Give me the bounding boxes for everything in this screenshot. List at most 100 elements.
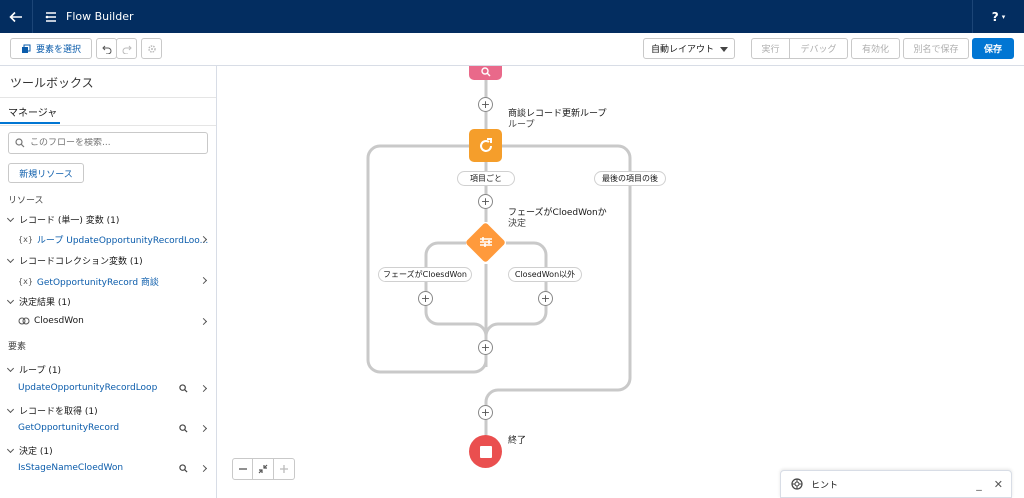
variable-icon: {x} bbox=[18, 277, 33, 286]
element-group-get-records[interactable]: レコードを取得 (1) bbox=[6, 404, 98, 417]
resource-item-outcome[interactable]: CloesdWon bbox=[18, 316, 84, 326]
element-item-decision[interactable]: IsStageNameCloedWon bbox=[18, 463, 124, 473]
search-icon[interactable] bbox=[179, 464, 188, 473]
group-label: レコードコレクション変数 (1) bbox=[19, 257, 143, 267]
loop-node[interactable] bbox=[469, 129, 502, 162]
debug-button[interactable]: デバッグ bbox=[790, 38, 848, 59]
end-node[interactable] bbox=[469, 435, 502, 468]
outcome-right-label: ClosedWon以外 bbox=[508, 267, 582, 282]
select-elements-button[interactable]: 要素を選択 bbox=[10, 38, 92, 59]
loop-type: ループ bbox=[508, 120, 535, 130]
zoom-controls bbox=[232, 458, 295, 480]
for-each-connector-label: 項目ごと bbox=[457, 171, 515, 186]
group-label: レコードを取得 (1) bbox=[19, 407, 98, 417]
close-icon[interactable]: ✕ bbox=[993, 478, 1003, 491]
resource-item-label: GetOpportunityRecord 商談 bbox=[36, 278, 159, 288]
group-label: 決定結果 (1) bbox=[19, 298, 71, 308]
layout-select-value: 自動レイアウト bbox=[651, 45, 715, 55]
help-icon: ? bbox=[991, 9, 999, 24]
resource-group-record-collection[interactable]: レコードコレクション変数 (1) bbox=[6, 254, 143, 267]
hint-icon bbox=[791, 478, 803, 490]
add-element-button[interactable]: + bbox=[538, 291, 553, 306]
new-resource-button[interactable]: 新規リソース bbox=[8, 163, 84, 183]
chevron-right-icon[interactable] bbox=[199, 424, 208, 433]
chevron-right-icon[interactable] bbox=[199, 464, 208, 473]
resources-header: リソース bbox=[8, 196, 44, 206]
redo-icon bbox=[122, 45, 132, 54]
app-title-area: Flow Builder bbox=[44, 0, 134, 33]
variable-icon: {x} bbox=[18, 235, 33, 244]
flow-icon bbox=[45, 11, 56, 22]
chevron-down-icon bbox=[6, 364, 15, 372]
zoom-in-button[interactable] bbox=[274, 458, 295, 480]
element-group-loop[interactable]: ループ (1) bbox=[6, 363, 62, 376]
settings-button[interactable] bbox=[141, 38, 162, 59]
undo-button[interactable] bbox=[96, 38, 117, 59]
outcome-left-label: フェーズがCloesdWon bbox=[378, 267, 472, 282]
search-icon[interactable] bbox=[179, 384, 188, 393]
help-menu-button[interactable]: ? ▾ bbox=[972, 0, 1024, 33]
chevron-down-icon bbox=[6, 296, 15, 304]
resource-group-record-variable[interactable]: レコード (単一) 変数 (1) bbox=[6, 213, 119, 226]
end-label: 終了 bbox=[508, 436, 527, 446]
chevron-right-icon[interactable] bbox=[199, 384, 208, 393]
add-element-button[interactable]: + bbox=[478, 97, 493, 112]
search-input[interactable] bbox=[30, 138, 200, 148]
flow-connectors bbox=[366, 70, 632, 436]
back-button[interactable] bbox=[0, 0, 33, 33]
undo-icon bbox=[101, 45, 111, 54]
minimize-icon[interactable]: _ bbox=[976, 478, 982, 491]
add-element-button[interactable]: + bbox=[478, 405, 493, 420]
toolbox-title: ツールボックス bbox=[10, 76, 94, 90]
chevron-down-icon bbox=[6, 445, 15, 453]
toolbar: 要素を選択 自動レイアウト 実行 デバッグ 有効化 別名で保存 保存 bbox=[0, 33, 1024, 66]
hint-controls: _ ✕ bbox=[976, 478, 1003, 491]
zoom-out-button[interactable] bbox=[232, 458, 253, 480]
resource-item-loop-record[interactable]: {x} ループ UpdateOpportunityRecordLoo... bbox=[18, 233, 208, 246]
app-title: Flow Builder bbox=[66, 10, 134, 23]
chevron-down-icon bbox=[6, 255, 15, 263]
plus-icon bbox=[280, 465, 288, 473]
add-element-button[interactable]: + bbox=[478, 340, 493, 355]
resource-item-label: ループ UpdateOpportunityRecordLoo... bbox=[36, 236, 209, 246]
after-last-connector-label: 最後の項目の後 bbox=[594, 171, 666, 186]
save-as-button[interactable]: 別名で保存 bbox=[903, 38, 969, 59]
run-button[interactable]: 実行 bbox=[751, 38, 790, 59]
fit-icon bbox=[258, 464, 268, 474]
chevron-down-icon bbox=[6, 214, 15, 222]
element-item-loop[interactable]: UpdateOpportunityRecordLoop bbox=[18, 383, 158, 393]
resource-item-get-record[interactable]: {x} GetOpportunityRecord 商談 bbox=[18, 275, 159, 288]
tab-manager[interactable]: マネージャ bbox=[0, 104, 60, 124]
add-element-button[interactable]: + bbox=[478, 194, 493, 209]
run-debug-group: 実行 デバッグ bbox=[751, 38, 848, 59]
elements-header: 要素 bbox=[8, 342, 27, 352]
app-header: Flow Builder ? ▾ bbox=[0, 0, 1024, 33]
minus-icon bbox=[238, 468, 247, 470]
fit-view-button[interactable] bbox=[253, 458, 274, 480]
element-item-get-records[interactable]: GetOpportunityRecord bbox=[18, 423, 120, 433]
back-arrow-icon bbox=[9, 11, 22, 22]
element-group-decision[interactable]: 決定 (1) bbox=[6, 444, 53, 457]
activate-button[interactable]: 有効化 bbox=[851, 38, 900, 59]
group-label: 決定 (1) bbox=[19, 447, 53, 457]
search-icon bbox=[15, 138, 25, 148]
redo-button[interactable] bbox=[116, 38, 137, 59]
resource-group-outcome[interactable]: 決定結果 (1) bbox=[6, 295, 71, 308]
chevron-right-icon[interactable] bbox=[199, 317, 208, 326]
gear-icon bbox=[147, 44, 156, 53]
flow-canvas[interactable]: + 商談レコード更新ループ ループ 項目ごと 最後の項目の後 + フェーズがCl… bbox=[217, 66, 1024, 498]
decision-icon bbox=[480, 237, 492, 247]
group-label: ループ (1) bbox=[19, 366, 62, 376]
chevron-right-icon[interactable] bbox=[199, 276, 208, 285]
search-icon[interactable] bbox=[179, 424, 188, 433]
decision-type: 決定 bbox=[508, 219, 527, 229]
select-icon bbox=[21, 44, 31, 53]
hint-panel[interactable]: ヒント _ ✕ bbox=[780, 470, 1012, 498]
get-records-node[interactable] bbox=[469, 66, 502, 80]
chevron-down-icon bbox=[720, 47, 728, 52]
layout-select[interactable]: 自動レイアウト bbox=[643, 38, 735, 59]
divider bbox=[0, 125, 216, 126]
save-button[interactable]: 保存 bbox=[972, 38, 1014, 59]
loop-title: 商談レコード更新ループ bbox=[508, 109, 607, 119]
add-element-button[interactable]: + bbox=[418, 291, 433, 306]
